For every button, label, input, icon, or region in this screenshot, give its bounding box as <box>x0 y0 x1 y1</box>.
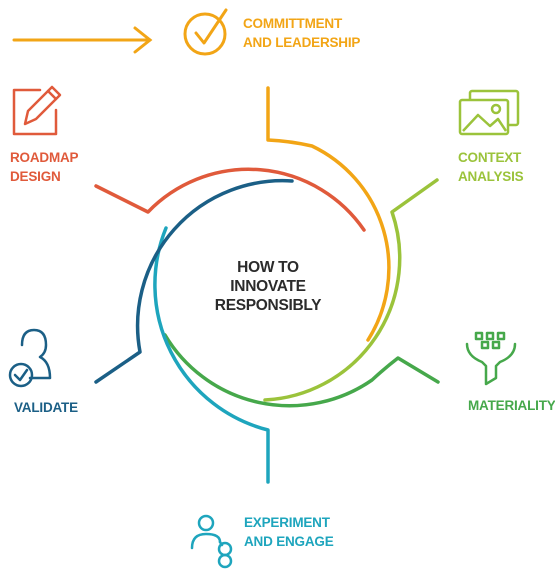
step-roadmap: ROADMAP DESIGN <box>10 85 79 184</box>
arc-context <box>263 178 439 402</box>
center-line-2: INNOVATE <box>230 278 305 295</box>
center-line-1: HOW TO <box>237 259 299 276</box>
arc-roadmap <box>94 167 366 232</box>
step-experiment: EXPERIMENT AND ENGAGE <box>190 514 334 569</box>
step-experiment-label-1: EXPERIMENT <box>244 515 331 530</box>
arc-commitment <box>266 86 391 342</box>
cycle-ring <box>94 86 440 484</box>
image-gallery-icon <box>458 89 520 136</box>
entry-arrow <box>12 26 153 54</box>
step-context-label-1: CONTEXT <box>458 150 522 165</box>
center-line-3: RESPONSIBLY <box>215 297 322 314</box>
people-network-icon <box>190 514 233 569</box>
pencil-icon <box>12 85 62 136</box>
step-context-label-2: ANALYSIS <box>458 169 524 184</box>
check-circle-icon <box>183 8 228 56</box>
arc-materiality <box>163 333 440 408</box>
arc-experiment <box>153 226 270 484</box>
step-materiality-label-1: MATERIALITY <box>468 398 555 413</box>
center-title: HOW TO INNOVATE RESPONSIBLY <box>215 259 323 314</box>
step-commitment-label-1: COMMITTMENT <box>243 16 343 31</box>
step-context: CONTEXT ANALYSIS <box>458 89 524 184</box>
step-materiality: MATERIALITY <box>465 331 555 413</box>
arc-validate <box>94 178 294 384</box>
step-roadmap-label-1: ROADMAP <box>10 150 79 165</box>
step-commitment: COMMITTMENT AND LEADERSHIP <box>183 8 361 56</box>
step-commitment-label-2: AND LEADERSHIP <box>243 35 360 50</box>
person-check-icon <box>8 328 52 388</box>
step-experiment-label-2: AND ENGAGE <box>244 534 334 549</box>
step-validate-label-1: VALIDATE <box>14 400 78 415</box>
funnel-icon <box>465 331 517 386</box>
step-roadmap-label-2: DESIGN <box>10 169 61 184</box>
step-validate: VALIDATE <box>8 328 78 415</box>
